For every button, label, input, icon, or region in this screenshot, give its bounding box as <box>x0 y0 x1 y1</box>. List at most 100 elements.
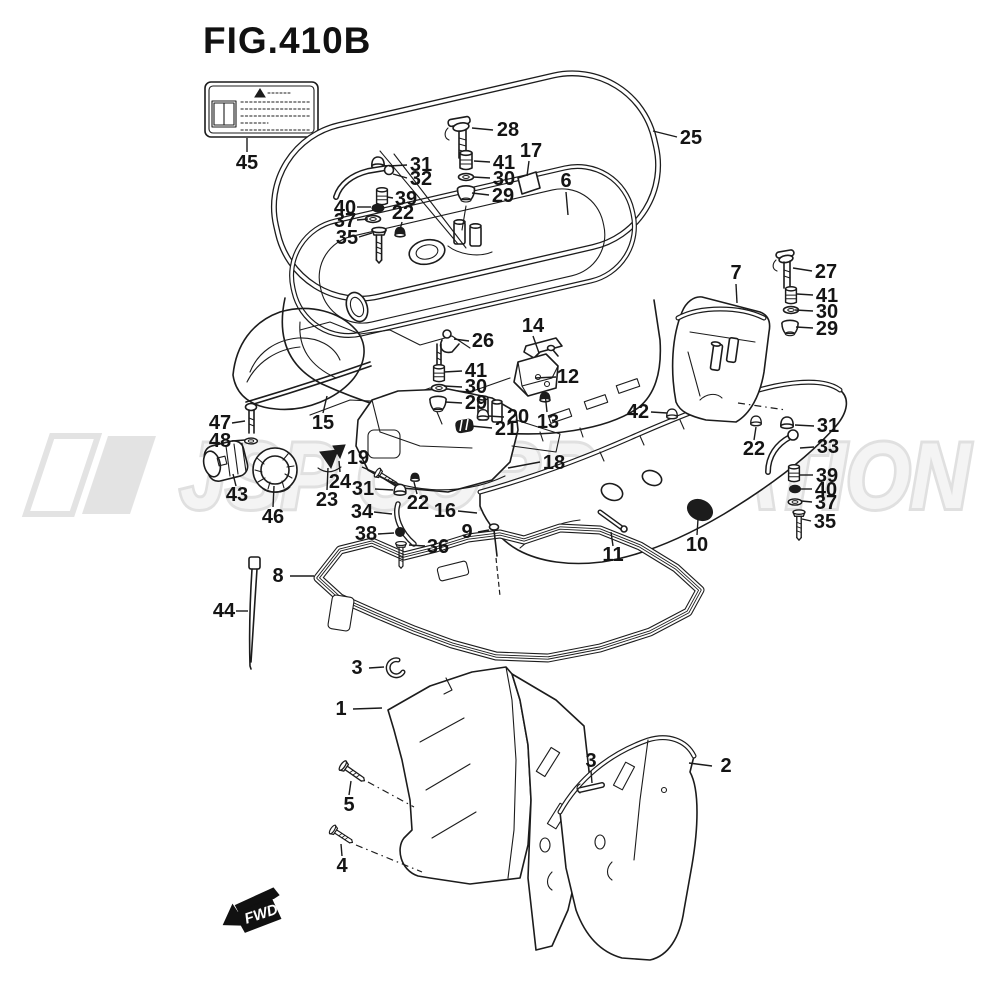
leader-line-37 <box>356 218 369 221</box>
part-label-11: 11 <box>602 544 624 566</box>
grommet-46 <box>252 447 298 493</box>
leader-line-39 <box>386 196 394 199</box>
part-label-9: 9 <box>461 521 473 543</box>
part-label-8: 8 <box>272 565 284 587</box>
leader-line-29 <box>795 326 814 329</box>
part-label-27: 27 <box>814 261 838 283</box>
leader-line-26 <box>453 338 470 342</box>
part-label-2: 2 <box>720 755 732 777</box>
part-label-6: 6 <box>560 170 572 192</box>
leader-line-33 <box>799 446 815 449</box>
leader-line-16 <box>457 510 478 514</box>
leader-line-35 <box>801 518 812 522</box>
part-label-3: 3 <box>585 750 597 772</box>
part-label-16: 16 <box>433 500 457 522</box>
bolt-35 <box>371 226 387 264</box>
leader-line-17 <box>526 160 530 177</box>
leader-line-12 <box>534 376 557 379</box>
part-label-42: 42 <box>626 401 650 423</box>
fwd-direction-marker: FWD <box>222 887 282 933</box>
part-label-32: 32 <box>409 168 433 190</box>
part-label-45: 45 <box>235 152 259 174</box>
leader-line-35 <box>358 232 373 238</box>
bolt-5 <box>337 759 369 786</box>
knob-43 <box>202 440 249 482</box>
spacer-41 <box>784 286 798 305</box>
part-label-31: 31 <box>351 478 375 500</box>
washer-48 <box>243 437 259 445</box>
part-label-35: 35 <box>813 511 837 533</box>
part-label-1: 1 <box>335 698 347 720</box>
pad-17 <box>517 171 541 195</box>
leader-line-3 <box>368 666 385 669</box>
leader-line-13 <box>544 392 548 413</box>
washer-30 <box>457 172 475 182</box>
trim-rod <box>245 361 372 407</box>
part-label-47: 47 <box>208 412 232 434</box>
screw-9 <box>488 523 501 597</box>
leader-line-42 <box>650 411 668 414</box>
part-label-10: 10 <box>685 534 709 556</box>
spacer-41 <box>432 364 446 383</box>
part-label-41: 41 <box>815 285 839 307</box>
leader-line-34 <box>373 511 393 515</box>
part-label-43: 43 <box>225 484 249 506</box>
leader-line-36 <box>408 544 426 547</box>
pin-11 <box>597 509 628 533</box>
part-label-29: 29 <box>491 185 515 207</box>
leader-line-29 <box>471 192 490 196</box>
leader-line-14 <box>532 335 540 354</box>
leader-line-24 <box>338 460 341 473</box>
leader-line-31 <box>388 164 408 167</box>
part-label-3: 3 <box>351 657 363 679</box>
leader-line-23 <box>326 467 329 491</box>
part-label-7: 7 <box>730 262 742 284</box>
part-label-38: 38 <box>354 523 378 545</box>
bracket-14 <box>523 337 563 359</box>
spacer-41 <box>459 149 473 171</box>
spacer-39 <box>375 187 389 206</box>
part-label-37: 37 <box>333 210 357 232</box>
warning-label <box>204 81 319 138</box>
nut-38 <box>395 527 405 537</box>
leader-line-10 <box>696 518 699 536</box>
bolt-4 <box>327 823 356 848</box>
leader-line-37 <box>800 500 813 503</box>
lever-33 <box>765 429 799 475</box>
clip-3-upper <box>385 657 406 679</box>
part-label-40: 40 <box>814 479 838 501</box>
leader-line-25 <box>652 130 678 138</box>
leader-line-22 <box>753 426 757 441</box>
part-label-34: 34 <box>350 501 374 523</box>
part-label-41: 41 <box>464 360 488 382</box>
grommet-40 <box>789 484 801 494</box>
nut-31 <box>393 483 407 496</box>
part-label-12: 12 <box>556 366 580 388</box>
strap-34 <box>394 501 417 547</box>
leader-line-2 <box>688 762 713 767</box>
part-label-25: 25 <box>679 127 703 149</box>
part-label-31: 31 <box>816 415 840 437</box>
leader-line-4 <box>340 843 343 857</box>
part-label-36: 36 <box>426 536 450 558</box>
part-label-39: 39 <box>394 188 418 210</box>
leader-line-41 <box>796 293 814 296</box>
part-label-22: 22 <box>742 438 766 460</box>
leader-line-20 <box>487 415 505 418</box>
leader-line-28 <box>471 127 494 131</box>
part-label-18: 18 <box>542 452 566 474</box>
manual-book-icon <box>211 100 237 128</box>
bolt-47 <box>244 402 258 434</box>
leader-line-43 <box>232 473 237 487</box>
bushing-21 <box>455 418 474 434</box>
leader-line-5 <box>348 780 352 796</box>
leader-line-41 <box>473 160 491 163</box>
spacer-39 <box>787 464 801 483</box>
part-label-21: 21 <box>494 418 518 440</box>
clip-screw-26 <box>436 329 460 367</box>
leader-line-19 <box>361 466 377 474</box>
leader-line-21 <box>470 425 493 429</box>
leader-line-30 <box>794 309 814 312</box>
part-label-39: 39 <box>815 465 839 487</box>
